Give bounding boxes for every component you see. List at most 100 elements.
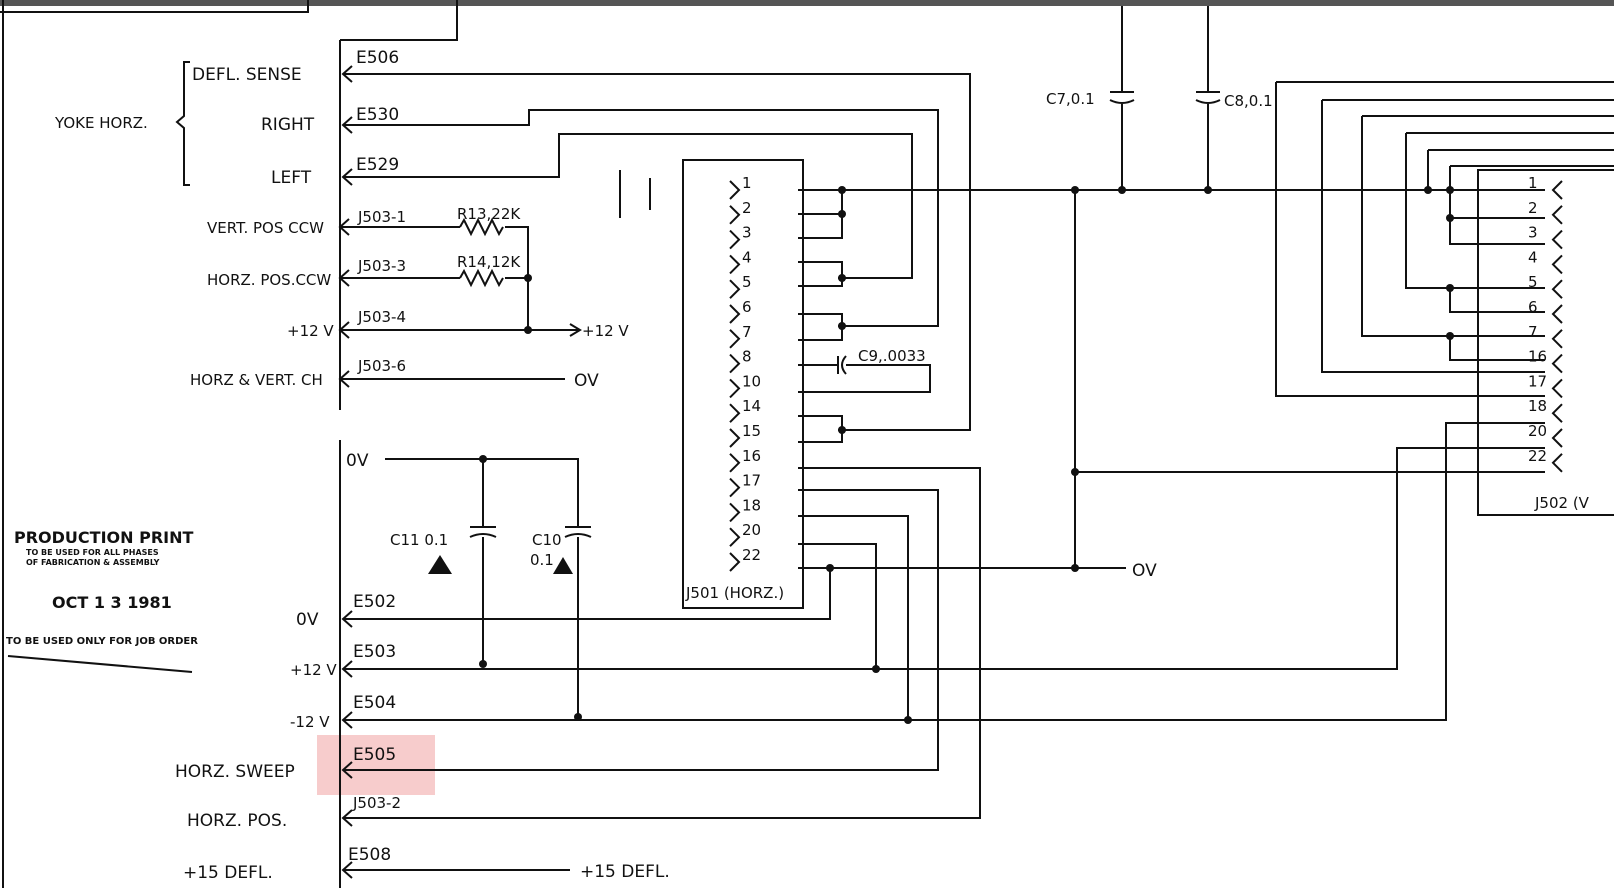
j501-pin-1: 1 [742,174,752,192]
production-stamp: PRODUCTION PRINT TO BE USED FOR ALL PHAS… [6,528,198,673]
node-e503: E503 [353,642,396,662]
label-c9: C9,.0033 [858,347,926,365]
yoke-brace [175,61,190,186]
j501-pin-14: 14 [742,397,761,415]
net-0v: 0V [346,451,369,471]
top-bar [0,0,1614,6]
j501-pin-20: 20 [742,521,761,539]
label-c7: C7,0.1 [1046,90,1095,108]
j502-chevron-1 [1551,180,1563,200]
j501-chevron-1 [729,180,741,200]
j501-label: J501 (HORZ.) [685,584,784,602]
j501-chevron-20 [729,527,741,547]
net-ov-a: OV [574,371,599,391]
node-j503-6: J503-6 [357,357,406,375]
c11-warning-icon [428,555,452,574]
label-c10-a: C10 [532,531,562,549]
label-r13: R13,22K [457,205,521,223]
j501-pin-2: 2 [742,199,752,217]
label-yoke-horz: YOKE HORZ. [54,114,148,132]
j502-pin-4: 4 [1528,248,1538,266]
j501-pin-4: 4 [742,248,752,266]
j501-pin-17: 17 [742,472,761,490]
node-e504: E504 [353,693,396,713]
wires [340,6,1614,871]
stamp-sub2: OF FABRICATION & ASSEMBLY [26,558,160,567]
net-plus15-defl: +15 DEFL. [580,862,670,882]
j501-chevron-14 [729,403,741,423]
node-e502: E502 [353,592,396,612]
j501-chevron-4 [729,254,741,275]
label-c10-b: 0.1 [530,551,554,569]
j501-pin-15: 15 [742,422,761,440]
label-c8: C8,0.1 [1224,92,1273,110]
j501-pin-16: 16 [742,447,761,465]
j501-pin-5: 5 [742,273,752,291]
j502-chevron-3 [1551,229,1563,250]
label-0v: 0V [296,610,319,630]
j502-pin-5: 5 [1528,273,1538,291]
label-defl-sense: DEFL. SENSE [192,65,302,85]
label-right: RIGHT [261,115,315,135]
j502-label: J502 (V [1534,494,1590,512]
j501-pin-18: 18 [742,496,761,514]
j502-pin-22: 22 [1528,447,1547,465]
j502-pin-3: 3 [1528,224,1538,242]
stamp-note: TO BE USED ONLY FOR JOB ORDER [6,636,198,647]
j502-chevron-2 [1551,205,1563,225]
j501-pin-7: 7 [742,323,752,341]
stamp-underline [7,655,193,673]
j501-pin-8: 8 [742,348,752,366]
j502-chevron-5 [1551,279,1563,299]
j501-pin-6: 6 [742,298,752,316]
j502-chevron-16 [1551,353,1563,374]
label-horz-pos: HORZ. POS. [187,811,287,831]
c10-warning-icon [553,557,573,574]
label-horz-vert-ch: HORZ & VERT. CH [190,371,323,389]
j502-chevron-22 [1551,453,1563,473]
j502-chevron-4 [1551,254,1563,275]
node-e508: E508 [348,845,391,865]
label-left: LEFT [271,168,312,188]
j501-chevron-15 [729,428,741,448]
e505-highlight[interactable] [317,735,435,795]
net-plus12v: +12 V [582,322,629,340]
j501-chevron-17 [729,477,741,498]
left-bus [0,0,458,888]
label-minus12v: -12 V [290,713,330,731]
j501-chevron-8 [729,353,741,374]
j502-pin-1: 1 [1528,174,1538,192]
label-plus15-defl: +15 DEFL. [183,863,273,883]
label-vert-pos: VERT. POS CCW [207,219,324,237]
j502-connector [1477,169,1614,516]
stamp-title: PRODUCTION PRINT [14,528,193,547]
j502-chevron-17 [1551,378,1563,399]
j502-chevron-18 [1551,403,1563,423]
j501-pin-22: 22 [742,546,761,564]
j502-pin-20: 20 [1528,422,1547,440]
left-labels: DEFL. SENSE YOKE HORZ. RIGHT LEFT VERT. … [54,65,337,883]
j501-chevron-2 [729,205,741,225]
label-horz-pos-ccw: HORZ. POS.CCW [207,271,331,289]
j501-connector [682,159,804,609]
j501-chevron-6 [729,304,741,324]
stamp-sub1: TO BE USED FOR ALL PHASES [26,548,159,557]
node-j503-2: J503-2 [352,794,401,812]
label-horz-sweep: HORZ. SWEEP [175,762,295,782]
node-j503-1: J503-1 [357,208,406,226]
node-e505[interactable]: E505 [353,745,396,765]
j502-chevron-7 [1551,329,1563,349]
j502-pin-2: 2 [1528,199,1538,217]
stamp-date: OCT 1 3 1981 [52,593,172,612]
label-plus12v-2: +12 V [290,661,337,679]
label-r14: R14,12K [457,253,521,271]
label-plus12v: +12 V [287,322,334,340]
j502-pin-6: 6 [1528,298,1538,316]
node-j503-3: J503-3 [357,257,406,275]
j502-pin-16: 16 [1528,348,1547,366]
j501-chevron-5 [729,279,741,299]
j501-chevron-18 [729,502,741,523]
